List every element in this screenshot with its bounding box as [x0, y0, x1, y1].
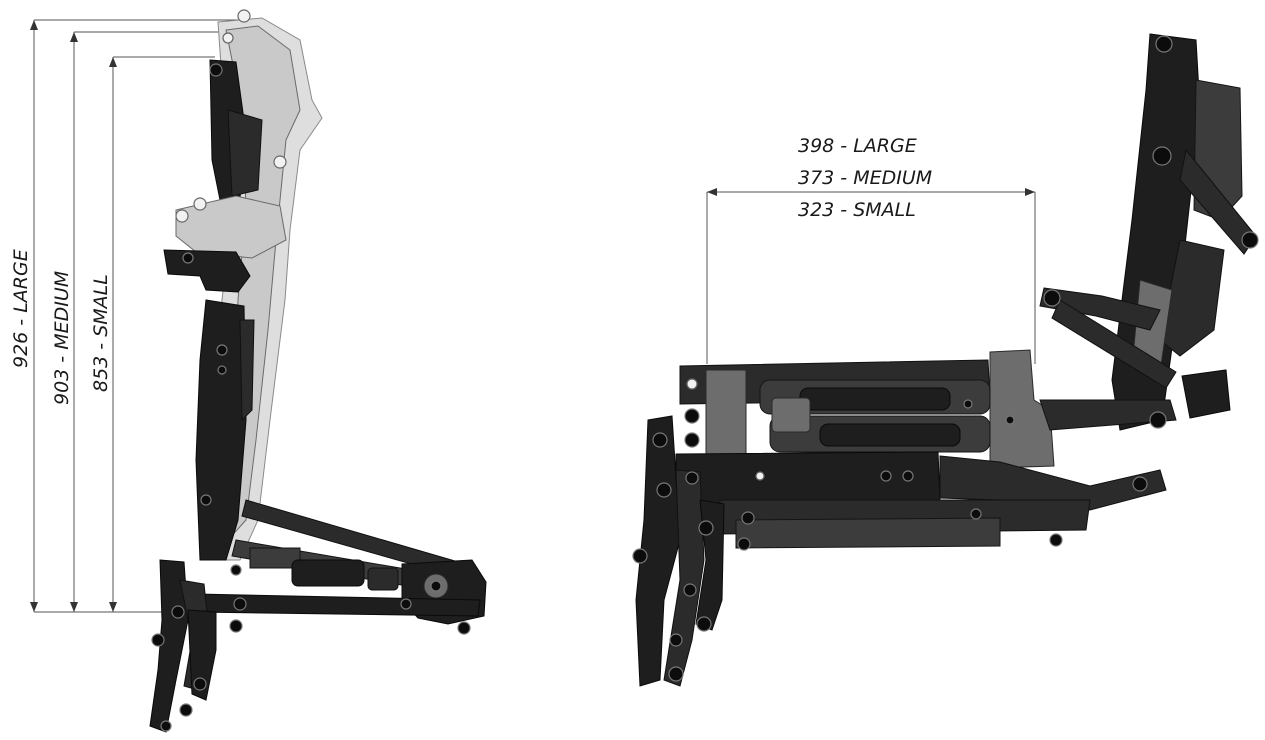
front-view-mechanism: [632, 33, 1259, 687]
width-label-medium: 373 - MEDIUM: [798, 167, 932, 189]
height-label-medium: 903 - MEDIUM: [51, 271, 73, 405]
width-label-small: 323 - SMALL: [798, 199, 916, 221]
front-view: 398 - LARGE 373 - MEDIUM 323 - SMALL: [632, 33, 1259, 687]
height-label-small: 853 - SMALL: [90, 274, 112, 392]
height-dimension-lines: [30, 19, 240, 613]
side-view-mechanism: [149, 9, 487, 733]
width-label-large: 398 - LARGE: [798, 135, 917, 157]
height-label-large: 926 - LARGE: [10, 249, 32, 368]
width-dimension-lines: [706, 188, 1036, 364]
side-view: 926 - LARGE 903 - MEDIUM 853 - SMALL: [10, 9, 487, 733]
